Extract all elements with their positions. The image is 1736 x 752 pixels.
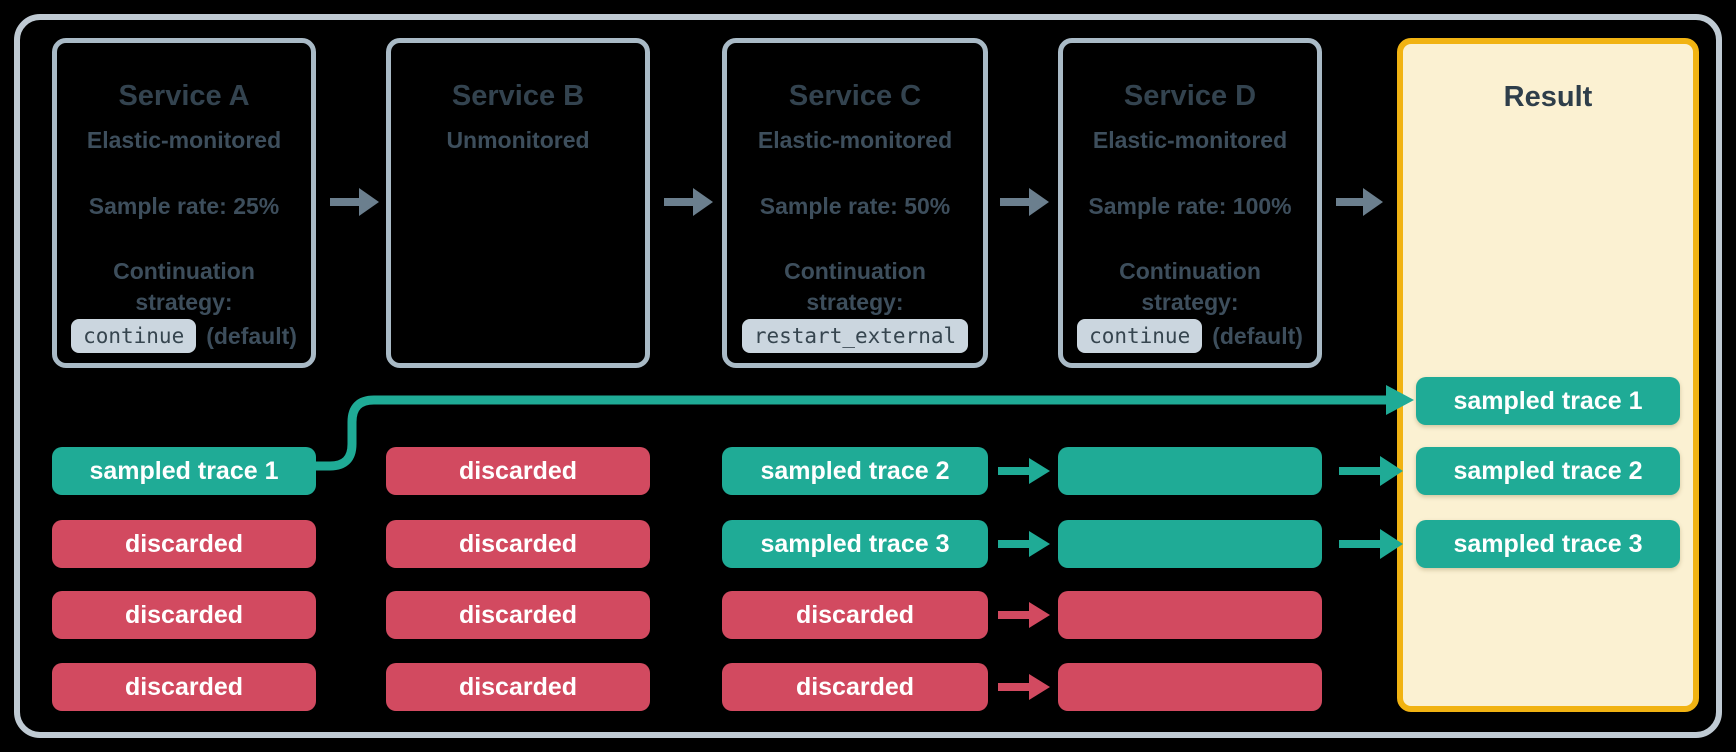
trace-c-row4: discarded — [722, 663, 988, 711]
service-box-c: Service C Elastic-monitored Sample rate:… — [722, 38, 988, 368]
service-c-title: Service C — [788, 80, 922, 112]
trace-d-row3 — [1058, 591, 1322, 639]
trace-b-row2: discarded — [386, 520, 650, 568]
trace-a-row4: discarded — [52, 663, 316, 711]
trace-b-row4: discarded — [386, 663, 650, 711]
service-d-sample-rate-label: Sample rate: 100% — [1088, 193, 1292, 219]
service-d-strategy-code-chip: continue — [1077, 319, 1203, 353]
service-a-strategy-row: continue (default) — [57, 319, 311, 353]
trace-c-row1: sampled trace 2 — [722, 447, 988, 495]
trace-d-row1 — [1058, 447, 1322, 495]
result-trace-1: sampled trace 1 — [1416, 377, 1680, 425]
result-trace-3: sampled trace 3 — [1416, 520, 1680, 568]
service-c-strategy-code-chip: restart_external — [741, 319, 969, 353]
trace-c-row2: sampled trace 3 — [722, 520, 988, 568]
trace-c-row3: discarded — [722, 591, 988, 639]
trace-b-row1: discarded — [386, 447, 650, 495]
service-c-monitoring-label: Elastic-monitored — [757, 127, 953, 153]
trace-a-row3: discarded — [52, 591, 316, 639]
service-a-title: Service A — [118, 80, 250, 112]
service-c-strategy-label: Continuation strategy: — [784, 258, 926, 315]
service-a-sample-rate-label: Sample rate: 25% — [88, 193, 280, 219]
service-a-strategy-code-chip: continue — [71, 319, 197, 353]
service-d-monitoring-label: Elastic-monitored — [1092, 127, 1288, 153]
trace-d-row4 — [1058, 663, 1322, 711]
trace-a-row2: discarded — [52, 520, 316, 568]
diagram-outer-frame — [14, 14, 1722, 738]
trace-b-row3: discarded — [386, 591, 650, 639]
service-a-monitoring-label: Elastic-monitored — [86, 127, 282, 153]
service-d-strategy-default-label: (default) — [1212, 322, 1303, 349]
service-box-b: Service B Unmonitored — [386, 38, 650, 368]
result-title: Result — [1503, 81, 1593, 113]
service-d-strategy-row: continue (default) — [1063, 319, 1317, 353]
service-c-strategy-row: restart_external — [727, 319, 983, 353]
result-trace-2: sampled trace 2 — [1416, 447, 1680, 495]
service-d-title: Service D — [1123, 80, 1257, 112]
result-box: Result — [1397, 38, 1699, 712]
service-c-sample-rate-label: Sample rate: 50% — [759, 193, 951, 219]
service-a-strategy-label: Continuation strategy: — [113, 258, 255, 315]
trace-a-row1: sampled trace 1 — [52, 447, 316, 495]
service-b-title: Service B — [451, 80, 585, 112]
trace-d-row2 — [1058, 520, 1322, 568]
service-b-monitoring-label: Unmonitored — [446, 127, 590, 153]
service-box-a: Service A Elastic-monitored Sample rate:… — [52, 38, 316, 368]
service-a-strategy-default-label: (default) — [206, 322, 297, 349]
service-d-strategy-label: Continuation strategy: — [1119, 258, 1261, 315]
service-box-d: Service D Elastic-monitored Sample rate:… — [1058, 38, 1322, 368]
